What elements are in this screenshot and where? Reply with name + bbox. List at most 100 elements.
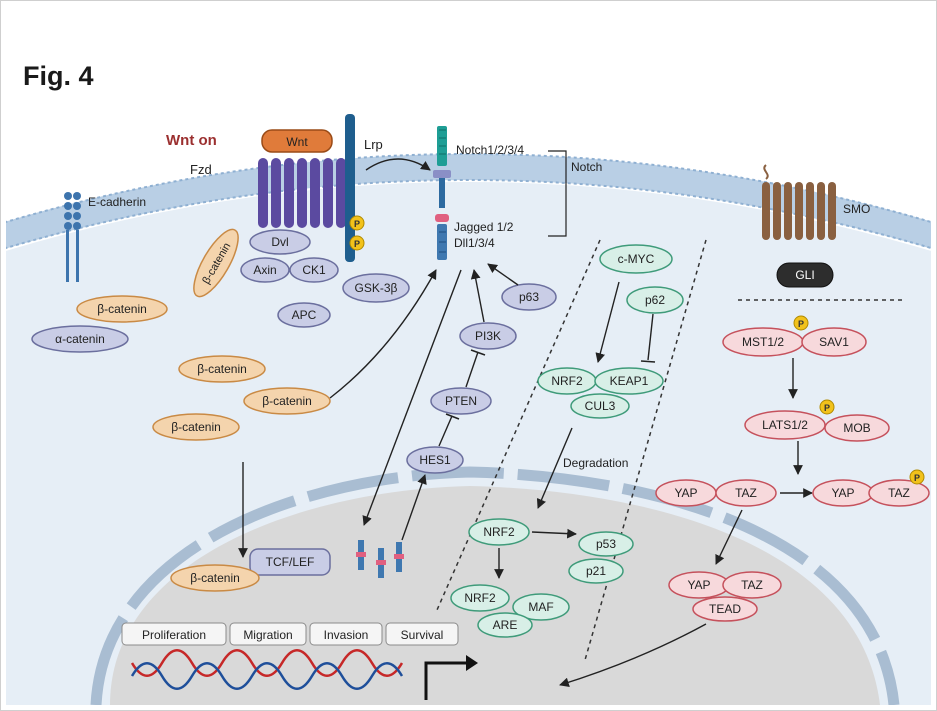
svg-text:p63: p63 — [519, 290, 539, 304]
svg-text:β-catenin: β-catenin — [190, 571, 240, 585]
promoter-arrowhead — [466, 655, 478, 671]
svg-text:NRF2: NRF2 — [464, 591, 496, 605]
svg-text:TEAD: TEAD — [709, 602, 741, 616]
dna-helix-icon — [130, 649, 404, 690]
lats12-node: LATS1/2 — [744, 410, 826, 440]
jagged-label: Jagged 1/2 — [454, 220, 514, 234]
phospho-badge: P — [819, 399, 835, 415]
nrf2-node: NRF2 — [450, 584, 510, 612]
svg-text:α-catenin: α-catenin — [55, 332, 105, 346]
svg-text:MST1/2: MST1/2 — [742, 335, 784, 349]
p63-node: p63 — [501, 283, 557, 311]
taz-node: TAZ — [715, 479, 777, 507]
degradation-label: Degradation — [563, 456, 628, 470]
beta-catenin-to-notch-arrow — [329, 269, 437, 399]
pten-node: PTEN — [430, 387, 492, 415]
inhibit-bar — [640, 360, 656, 363]
nuclear-envelope — [90, 466, 900, 705]
tead-node: TEAD — [692, 596, 758, 622]
svg-text:CK1: CK1 — [302, 263, 326, 277]
keap1-node: KEAP1 — [594, 367, 664, 395]
wnt-ligand: Wnt — [261, 129, 333, 153]
fzd-receptor-icon — [258, 158, 346, 228]
outcome-invasion: Invasion — [309, 622, 383, 646]
e-cadherin-label: E-cadherin — [88, 195, 146, 209]
notch-group-label: Notch — [571, 160, 602, 174]
svg-text:GLI: GLI — [795, 268, 814, 282]
outcome-migration: Migration — [229, 622, 307, 646]
svg-text:ARE: ARE — [493, 618, 518, 632]
svg-text:YAP: YAP — [831, 486, 854, 500]
svg-text:β-catenin: β-catenin — [171, 420, 221, 434]
nicd-fragments-icon — [356, 540, 404, 578]
svg-text:p53: p53 — [596, 537, 616, 551]
nrf2-node: NRF2 — [468, 518, 530, 546]
svg-text:β-catenin: β-catenin — [197, 362, 247, 376]
svg-text:TAZ: TAZ — [888, 486, 910, 500]
gli-node: GLI — [776, 262, 834, 288]
tead-to-promoter-arrow — [559, 623, 707, 688]
hes1-node: HES1 — [406, 446, 464, 474]
svg-text:P: P — [354, 239, 360, 249]
lane-divider — [436, 239, 601, 611]
outcome-proliferation: Proliferation — [121, 622, 227, 646]
svg-text:PTEN: PTEN — [445, 394, 477, 408]
svg-text:YAP: YAP — [687, 578, 710, 592]
yap-node: YAP — [668, 571, 730, 599]
sav1-node: SAV1 — [801, 327, 867, 357]
smo-label: SMO — [843, 202, 870, 216]
svg-text:TAZ: TAZ — [741, 578, 763, 592]
axin-node: Axin — [240, 257, 290, 283]
svg-text:P: P — [354, 219, 360, 229]
pi3k-to-notch-arrow — [470, 269, 485, 323]
maf-node: MAF — [512, 593, 570, 621]
svg-text:KEAP1: KEAP1 — [610, 374, 649, 388]
svg-text:MOB: MOB — [843, 421, 870, 435]
p63-to-notch-arrow — [487, 263, 519, 286]
hes1-inhibits-pten — [438, 415, 453, 447]
pten-inhibits-pi3k — [465, 351, 479, 388]
svg-text:MAF: MAF — [528, 600, 553, 614]
svg-text:APC: APC — [292, 308, 317, 322]
svg-text:HES1: HES1 — [419, 453, 451, 467]
gsk3b-node: GSK-3β — [342, 273, 410, 303]
svg-text:Survival: Survival — [401, 628, 444, 642]
wnt-label: Wnt — [286, 135, 308, 149]
phospho-badge: P — [349, 235, 365, 251]
svg-text:p62: p62 — [645, 293, 665, 307]
svg-text:SAV1: SAV1 — [819, 335, 849, 349]
beta-catenin-node: β-catenin — [243, 387, 331, 415]
smo-receptor-icon — [762, 164, 836, 240]
svg-text:CUL3: CUL3 — [585, 399, 616, 413]
svg-text:YAP: YAP — [674, 486, 697, 500]
beta-catenin-node: β-catenin — [76, 295, 168, 323]
ck1-node: CK1 — [289, 257, 339, 283]
p62-node: p62 — [626, 286, 684, 314]
nicd-to-hes1-arrow — [401, 474, 427, 541]
notch-label: Notch1/2/3/4 — [456, 143, 524, 157]
svg-text:GSK-3β: GSK-3β — [355, 281, 398, 295]
lane-divider — [584, 239, 707, 661]
notch-receptor-icon — [433, 126, 451, 260]
phospho-badge: P — [349, 215, 365, 231]
phospho-badge: P — [909, 469, 925, 485]
svg-text:c-MYC: c-MYC — [618, 252, 655, 266]
yap-to-nucleus-arrow — [715, 509, 743, 565]
yap-node: YAP — [812, 479, 874, 507]
svg-text:PI3K: PI3K — [475, 329, 501, 343]
apc-node: APC — [277, 302, 331, 328]
yap-node: YAP — [655, 479, 717, 507]
svg-text:Dvl: Dvl — [271, 235, 288, 249]
phospho-badge: P — [793, 315, 809, 331]
dll-label: Dll1/3/4 — [454, 236, 495, 250]
e-cadherin-icon — [64, 192, 81, 282]
svg-text:Invasion: Invasion — [324, 628, 369, 642]
svg-text:P: P — [798, 319, 804, 329]
degradation-arrow — [536, 427, 573, 509]
pi3k-node: PI3K — [459, 322, 517, 350]
wnt-on-label: Wnt on — [166, 132, 217, 149]
beta-catenin-node: β-catenin — [170, 564, 260, 592]
wnt-to-notch-arrow — [365, 158, 431, 171]
svg-text:NRF2: NRF2 — [483, 525, 515, 539]
